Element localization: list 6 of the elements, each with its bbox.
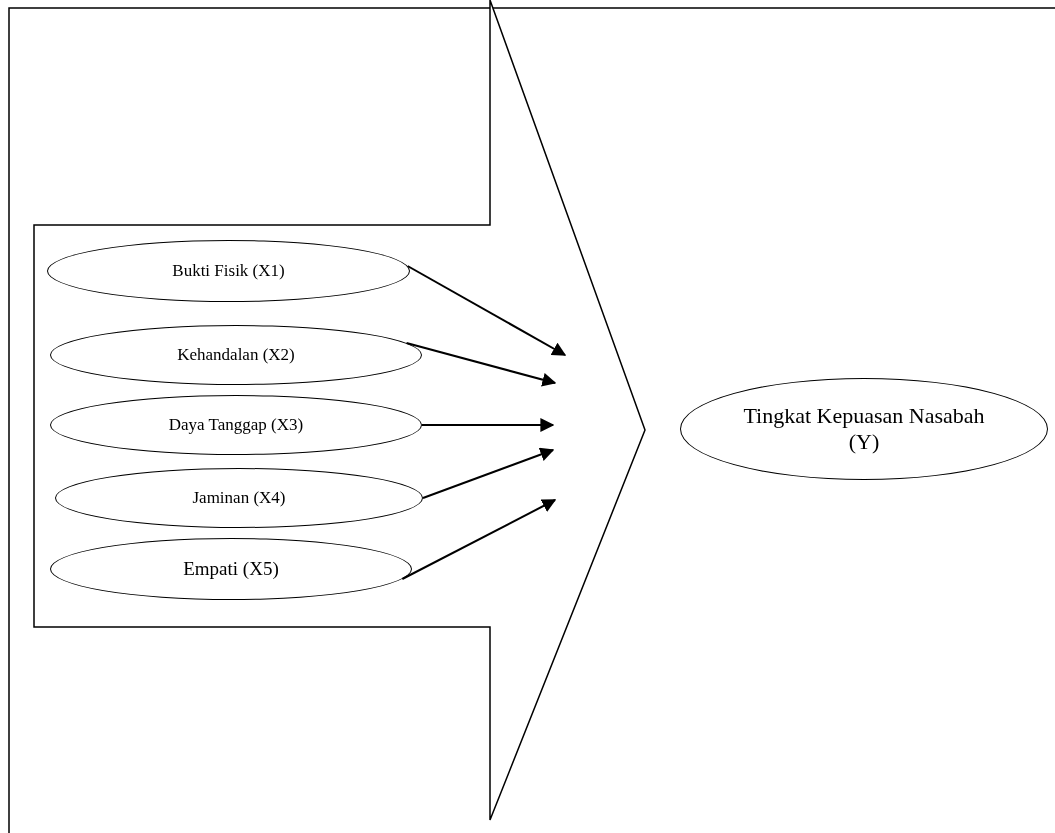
arrow — [421, 418, 555, 432]
oval-node: Tingkat Kepuasan Nasabah (Y) — [680, 378, 1048, 480]
arrow — [422, 447, 555, 499]
arrow — [406, 265, 567, 356]
arrow — [405, 342, 557, 387]
arrow — [401, 499, 557, 580]
